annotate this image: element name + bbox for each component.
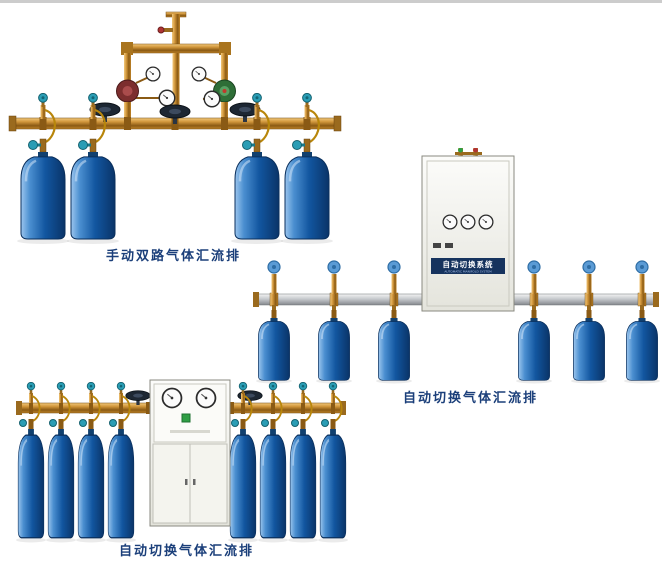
teal-valve-knob: [302, 93, 312, 107]
pressure-gauge: [191, 66, 207, 82]
teal-valve-knob: [292, 140, 302, 150]
gas-cylinder: [319, 429, 347, 539]
gas-cylinder: [289, 429, 317, 539]
pressure-gauge: [442, 214, 458, 230]
teal-valve-knob: [116, 382, 126, 394]
indicator-window: [433, 243, 441, 248]
door-handle: [185, 479, 188, 485]
caption-manual-dual-manifold: 手动双路气体汇流排: [106, 249, 242, 264]
control-cabinet: [149, 379, 231, 527]
blue-handwheel: [635, 260, 649, 274]
gas-cylinder: [19, 152, 67, 240]
pressure-gauge: [195, 387, 217, 409]
indicator-window: [445, 243, 453, 248]
cylinder-connections: [267, 260, 649, 319]
teal-valve-knob: [291, 419, 299, 427]
cabinet-plate-subtitle: AUTOMATIC MANIFOLD SYSTEM: [444, 270, 492, 274]
pressure-gauge: [203, 90, 221, 108]
blue-handwheel: [267, 260, 281, 274]
auto-switch-manifold-right-image: 自动切换系统 AUTOMATIC MANIFOLD SYSTEM: [253, 148, 660, 384]
gas-cylinder: [107, 429, 135, 539]
gas-cylinder: [625, 318, 659, 381]
blue-handwheel: [387, 260, 401, 274]
valve-knob: [473, 148, 478, 153]
gas-cylinder: [572, 318, 606, 381]
pressure-gauge: [478, 214, 494, 230]
cylinder-connections: [28, 93, 320, 153]
manual-dual-manifold-image: [8, 11, 342, 244]
caption-auto-switch-manifold-right: 自动切换气体汇流排: [403, 391, 539, 406]
cabinet-name-plate: [431, 258, 505, 274]
cabinet-door: [152, 443, 191, 524]
page-bottom-border: [0, 0, 662, 3]
gas-cylinder: [17, 429, 45, 539]
teal-valve-knob: [79, 419, 87, 427]
shutoff-knob: [157, 26, 165, 34]
gas-cylinder: [377, 318, 411, 381]
teal-valve-knob: [321, 419, 329, 427]
gas-cylinders: [17, 152, 333, 244]
teal-valve-knob: [328, 382, 338, 394]
gas-cylinder: [257, 318, 291, 381]
pressure-regulators: [116, 66, 236, 120]
cabinet-door: [189, 443, 228, 524]
teal-valve-knob: [242, 140, 252, 150]
blue-handwheel: [327, 260, 341, 274]
pressure-gauge: [460, 214, 476, 230]
teal-valve-knob: [49, 419, 57, 427]
caption-auto-switch-manifold-bottom: 自动切换气体汇流排: [119, 544, 255, 559]
gas-cylinder: [69, 152, 117, 240]
teal-valve-knob: [109, 419, 117, 427]
teal-valve-knob: [56, 382, 66, 394]
gas-cylinders: [16, 429, 348, 543]
gas-cylinder: [229, 429, 257, 539]
teal-valve-knob: [261, 419, 269, 427]
gas-cylinders: [256, 318, 660, 384]
blue-handwheel: [527, 260, 541, 274]
teal-valve-knob: [78, 140, 88, 150]
indicator-light: [181, 413, 191, 423]
door-handle: [193, 479, 196, 485]
teal-valve-knob: [38, 93, 48, 107]
blue-handwheel: [582, 260, 596, 274]
teal-valve-knob: [231, 419, 239, 427]
gas-cylinder: [517, 318, 551, 381]
gas-cylinder: [77, 429, 105, 539]
teal-valve-knob: [19, 419, 27, 427]
teal-valve-knob: [86, 382, 96, 394]
cylinder-connections: [19, 382, 343, 429]
auto-switch-manifold-bottom-image: [16, 379, 348, 543]
pressure-gauge: [158, 89, 176, 107]
manifold-pipe: [16, 390, 346, 415]
manifold-top-piping: [121, 11, 231, 118]
control-cabinet: 自动切换系统 AUTOMATIC MANIFOLD SYSTEM: [421, 148, 515, 312]
gas-cylinder: [259, 429, 287, 539]
teal-valve-knob: [298, 382, 308, 394]
cabinet-plate-title: 自动切换系统: [443, 259, 494, 269]
teal-valve-knob: [28, 140, 38, 150]
gas-cylinder: [317, 318, 351, 381]
gas-cylinder: [47, 429, 75, 539]
pressure-gauge: [161, 387, 183, 409]
teal-valve-knob: [268, 382, 278, 394]
valve-knob: [458, 148, 463, 153]
pressure-gauge: [145, 66, 161, 82]
teal-valve-knob: [26, 382, 36, 394]
